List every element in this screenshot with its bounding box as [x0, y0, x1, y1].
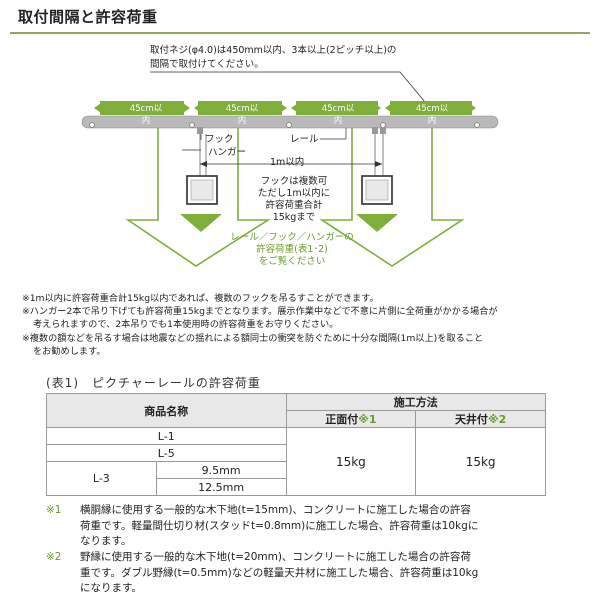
spacing-arrowhead	[385, 101, 395, 115]
spacing-arrowhead	[277, 101, 287, 115]
screw-note-line-1: 取付ネジ(φ4.0)は450mm以内、3本以上(2ピッチ以上)の	[150, 45, 397, 56]
title-rule	[10, 32, 590, 34]
load-ceiling: 15kg	[415, 427, 546, 496]
spacing-band	[296, 101, 378, 115]
spacing-arrowhead	[180, 101, 190, 115]
left-big-arrow	[125, 125, 271, 267]
right-small-arrow	[356, 214, 398, 232]
footnote-1-mark: ※1	[46, 504, 62, 516]
one-meter-label: 1m以内	[270, 157, 305, 168]
hook-label: フック	[205, 134, 234, 145]
usage-notes: ※1m以内に許容荷重合計15kg以内であれば、複数のフックを吊るすことができます…	[22, 292, 592, 358]
header-method: 施工方法	[285, 393, 547, 411]
hook	[197, 127, 203, 134]
picture-rail	[81, 115, 499, 129]
l3-variant-95: 9.5mm	[155, 461, 287, 479]
spacing-label-1: 45cm以内	[129, 104, 163, 126]
note-1: ※1m以内に許容荷重合計15kg以内であれば、複数のフックを吊るすことができます…	[22, 293, 379, 304]
product-l3: L-3	[46, 461, 157, 496]
footnote-1: ※1 横胴縁に使用する一般的な木下地(t=15mm)、コンクリートに施工した場合…	[46, 503, 591, 550]
screw-marker	[189, 122, 195, 128]
load-table-reference: レール／フック／ハンガーの 許容荷重(表1･2) をご覧ください	[230, 232, 354, 267]
right-big-arrow	[319, 125, 465, 267]
l3-variant-125: 12.5mm	[155, 478, 287, 496]
screw-marker	[474, 122, 480, 128]
spacing-band	[100, 101, 184, 115]
note-leader-line	[150, 71, 431, 109]
page-title: 取付間隔と許容荷重	[18, 8, 158, 26]
screw-note-line-2: 間隔で取付けてください。	[150, 59, 264, 70]
screw-marker	[89, 122, 95, 128]
header-product: 商品名称	[46, 393, 287, 428]
spacing-label-4: 45cm以内	[415, 104, 449, 126]
spacing-band	[390, 101, 472, 115]
spacing-label-3: 45cm以内	[321, 104, 355, 126]
screw-spacing-note: 取付ネジ(φ4.0)は450mm以内、3本以上(2ピッチ以上)の 間隔で取付けて…	[150, 44, 396, 72]
footnote-2-mark: ※2	[46, 551, 62, 563]
hook	[372, 127, 378, 134]
hanger-label: ハンガー	[208, 147, 247, 158]
hook	[380, 127, 386, 134]
rail-label: レール	[290, 134, 319, 145]
note-2: ※ハンガー2本で吊り下げても許容荷重15kgまでとなります。展示作業中などで不意…	[22, 306, 498, 318]
table-title: (表1) ピクチャーレールの許容荷重	[46, 376, 261, 390]
spacing-arrowhead	[94, 101, 104, 115]
product-l5: L-5	[46, 444, 287, 462]
screw-marker	[286, 122, 292, 128]
left-small-arrow	[180, 214, 222, 232]
load-wall: 15kg	[285, 427, 417, 496]
header-ceiling: 天井付※2	[415, 410, 546, 428]
screw-marker	[380, 122, 386, 128]
spacing-arrowhead	[371, 101, 381, 115]
spacing-band	[198, 101, 282, 115]
note-3-cont: をお勧めします。	[33, 345, 106, 357]
rail-diagram	[81, 71, 499, 267]
load-table: 商品名称 施工方法 正面付※1 天井付※2 L-1 15kg 15kg L-5 …	[46, 393, 547, 496]
note-3: ※複数の額などを吊るす場合は地震などの揺れによる額同士の衝突を防ぐために十分な間…	[22, 332, 484, 344]
product-l1: L-1	[46, 427, 287, 445]
footnote-2: ※2 野縁に使用する一般的な木下地(t=20mm)、コンクリートに施工した場合の…	[46, 550, 591, 597]
spacing-arrowhead	[466, 101, 476, 115]
spacing-arrowhead	[194, 101, 204, 115]
note-2-cont: 考えられますので、2本吊りでも1本使用時の許容荷重をお守りください。	[33, 319, 339, 331]
multiple-hooks-note: フックは複数可 ただし1m以内に 許容荷重合計 15kgまで	[257, 176, 331, 223]
header-wall: 正面付※1	[285, 410, 417, 428]
spacing-arrowhead	[291, 101, 301, 115]
spacing-label-2: 45cm以内	[225, 104, 259, 126]
